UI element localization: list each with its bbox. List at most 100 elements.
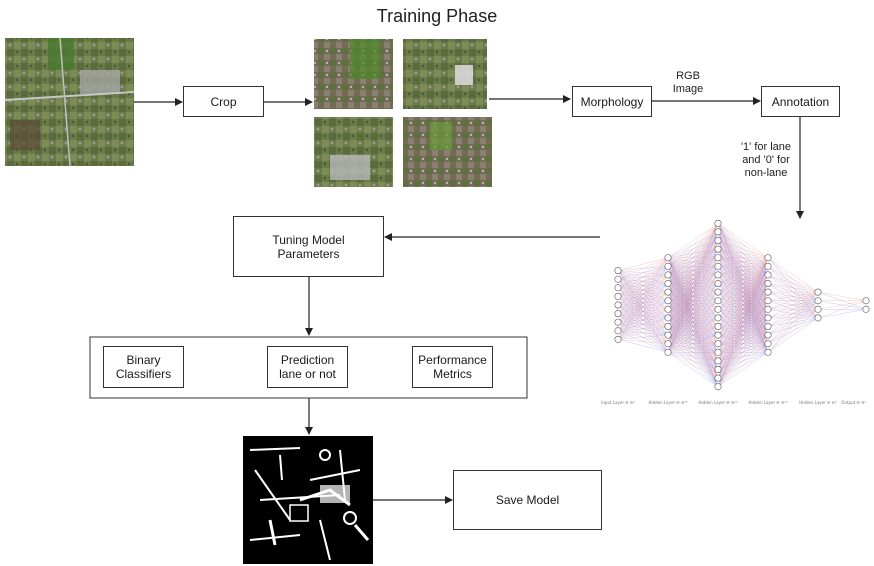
nn-connection xyxy=(667,223,719,267)
nn-neuron xyxy=(714,374,722,382)
nn-connection xyxy=(667,231,719,353)
nn-neuron xyxy=(664,254,672,262)
nn-neuron xyxy=(714,383,722,391)
nn-connection xyxy=(617,257,669,271)
crop-label: Crop xyxy=(210,94,237,109)
nn-connection xyxy=(767,291,819,336)
nn-neuron xyxy=(862,297,870,305)
nn-neuron xyxy=(714,279,722,287)
nn-connection xyxy=(717,352,769,387)
morphology-label: Morphology xyxy=(580,94,644,109)
nn-neuron xyxy=(714,365,722,373)
nn-neuron xyxy=(664,279,672,287)
nn-neuron xyxy=(764,288,772,296)
nn-neuron xyxy=(614,292,622,300)
aerial-image-original xyxy=(4,37,135,167)
nn-connection xyxy=(767,291,819,310)
nn-neuron xyxy=(714,314,722,322)
classifier-group-box xyxy=(89,336,528,399)
aerial-tile-bottom-left xyxy=(314,117,393,187)
nn-neuron xyxy=(714,305,722,313)
nn-connection xyxy=(717,343,769,387)
nn-connection xyxy=(667,291,719,353)
nn-connection xyxy=(717,292,769,387)
nn-connection xyxy=(767,274,819,293)
nn-neuron xyxy=(764,297,772,305)
nn-connection xyxy=(717,300,769,387)
nn-connection xyxy=(667,223,719,353)
nn-neuron xyxy=(664,314,672,322)
nn-connection xyxy=(767,309,819,353)
nn-connection xyxy=(617,266,669,340)
nn-connection xyxy=(617,257,669,331)
nn-connection xyxy=(667,223,719,327)
nn-connection xyxy=(617,317,669,340)
nn-neuron xyxy=(814,297,822,305)
nn-connection xyxy=(817,300,867,319)
nn-neuron xyxy=(814,305,822,313)
nn-neuron xyxy=(664,297,672,305)
nn-connection xyxy=(617,283,669,340)
nn-neuron xyxy=(614,301,622,309)
nn-neuron xyxy=(664,322,672,330)
nn-connection xyxy=(617,291,669,340)
nn-neuron xyxy=(664,331,672,339)
nn-connection xyxy=(617,257,669,297)
nn-connection xyxy=(717,248,769,258)
nn-connection xyxy=(717,257,769,353)
nn-connection xyxy=(717,257,769,284)
nn-neuron xyxy=(614,310,622,318)
nn-connection xyxy=(767,291,819,353)
annotation-label: Annotation xyxy=(771,94,830,109)
nn-neuron xyxy=(714,348,722,356)
nn-neuron xyxy=(614,267,622,275)
nn-connection xyxy=(817,309,867,319)
nn-connection xyxy=(817,300,867,310)
nn-connection xyxy=(667,317,719,353)
nn-connection xyxy=(617,257,669,306)
nn-neuron xyxy=(862,305,870,313)
nn-connection xyxy=(717,334,769,387)
nn-connection xyxy=(667,343,719,353)
nn-neuron xyxy=(814,288,822,296)
nn-connection xyxy=(767,291,819,327)
binary-classifiers-box: Binary Classifiers xyxy=(103,346,184,388)
nn-connection xyxy=(617,257,669,280)
prediction-box: Prediction lane or not xyxy=(267,346,348,388)
nn-layer-caption: Hidden Layer ∈ ℝ⁴ xyxy=(799,400,837,405)
nn-neuron xyxy=(664,262,672,270)
nn-connection xyxy=(667,309,719,353)
performance-metrics-box: Performance Metrics xyxy=(412,346,493,388)
nn-connection xyxy=(667,223,719,276)
nn-neuron xyxy=(764,271,772,279)
nn-connection xyxy=(717,231,769,258)
performance-metrics-label: Performance Metrics xyxy=(418,353,487,381)
nn-connection xyxy=(617,339,669,344)
nn-neuron xyxy=(664,271,672,279)
nn-connection xyxy=(667,240,719,353)
nn-connection xyxy=(717,326,769,387)
nn-connection xyxy=(717,257,769,344)
nn-neuron xyxy=(814,314,822,322)
nn-connection xyxy=(617,257,669,340)
nn-layer-caption: Hidden Layer ∈ ℝ¹² xyxy=(748,400,787,405)
annotation-box: Annotation xyxy=(761,86,840,117)
nn-neuron xyxy=(764,340,772,348)
nn-connection xyxy=(617,257,669,314)
nn-connection xyxy=(767,266,819,293)
aerial-tile-top-left xyxy=(314,39,393,109)
morphology-box: Morphology xyxy=(572,86,652,117)
crop-box: Crop xyxy=(183,86,264,117)
nn-connection xyxy=(667,352,719,370)
nn-layer-caption: Hidden Layer ∈ ℝ¹² xyxy=(648,400,687,405)
nn-connection xyxy=(667,352,719,387)
nn-neuron xyxy=(664,340,672,348)
nn-connection xyxy=(767,317,819,353)
nn-connection xyxy=(667,223,719,301)
tuning-parameters-label: Tuning Model Parameters xyxy=(272,232,345,261)
nn-connection xyxy=(717,309,769,387)
nn-connection xyxy=(617,274,669,340)
nn-neuron xyxy=(764,322,772,330)
nn-neuron xyxy=(764,348,772,356)
nn-connection xyxy=(667,326,719,353)
